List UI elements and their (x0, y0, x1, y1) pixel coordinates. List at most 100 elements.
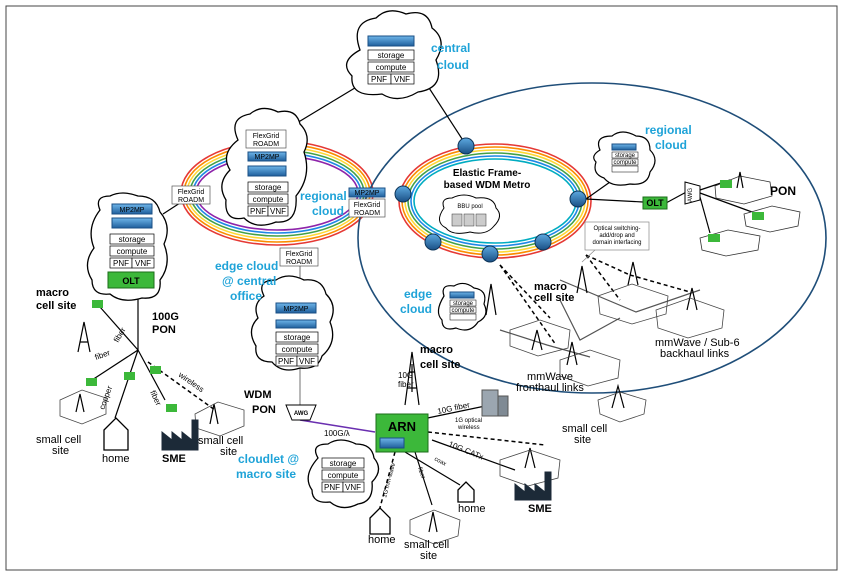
cloudlet-label: cloudlet @macro site (236, 452, 299, 481)
home-bottom-label: home (368, 534, 396, 546)
ring-nodes (394, 137, 587, 263)
coax-label: coax (433, 456, 447, 467)
bbu-pool-label: BBU pool (457, 204, 482, 210)
metro-title: Elastic Frame-based WDM Metro (444, 168, 531, 191)
edge-cloud-central-office: MP2MP storage compute PNF VNF (250, 275, 334, 371)
compute-label: compute (117, 247, 148, 256)
wdm-pon-link (299, 419, 376, 433)
router-icon (534, 233, 552, 251)
svg-text:OLT: OLT (646, 198, 664, 208)
rate-100g-lambda-label: 100G/λ (324, 429, 350, 438)
mp2mp-label: MP2MP (284, 306, 309, 313)
vnf-label: VNF (394, 75, 410, 84)
pnf-label: PNF (278, 357, 294, 366)
wireless-links (147, 254, 691, 516)
olt-label: OLT (122, 276, 140, 286)
wireless-cell-links (499, 279, 701, 358)
olt-right (642, 196, 668, 210)
router-icon (481, 245, 499, 263)
home-right-label: home (458, 503, 486, 515)
compute-label: compute (376, 63, 407, 72)
sme-icons (161, 419, 552, 501)
svg-text:MP2MP: MP2MP (355, 190, 380, 197)
pnf-label: PNF (250, 207, 266, 216)
storage-label: storage (330, 459, 357, 468)
onu-boxes-left (86, 300, 177, 412)
regional-cloud-right: storage compute (593, 131, 656, 186)
cell-towers (75, 171, 744, 533)
storage-label: storage (453, 301, 474, 307)
arn-node: ARN (375, 413, 429, 453)
storage-label: storage (255, 183, 282, 192)
storage-label: storage (378, 51, 405, 60)
storage-label: storage (615, 153, 636, 159)
mp2mp-label: MP2MP (255, 154, 280, 161)
pon-right-label: PON (770, 184, 796, 198)
awg-wdm-pon: AWG (285, 404, 317, 421)
storage-label: storage (119, 235, 146, 244)
building-icon (481, 389, 509, 417)
vnf-label: VNF (135, 259, 151, 268)
bbu-pool: BBU pool (439, 194, 500, 234)
compute-label: compute (328, 471, 359, 480)
svg-text:ARN: ARN (388, 419, 416, 434)
awg-right (684, 181, 701, 205)
metro-domain-boundary (357, 82, 827, 394)
onu-boxes-right (708, 180, 764, 242)
vnf-label: VNF (299, 357, 315, 366)
edge-cloud-left: MP2MP storage compute PNF VNF OLT (86, 192, 168, 301)
compute-label: compute (451, 308, 475, 314)
router-icon (424, 233, 442, 251)
router-icon (394, 185, 412, 203)
pnf-label: PNF (324, 483, 340, 492)
compute-label: compute (282, 345, 313, 354)
svg-text:AWG: AWG (294, 411, 309, 417)
storage-label: storage (284, 333, 311, 342)
router-icon (569, 190, 587, 208)
central-cloud: storage compute PNF VNF (345, 10, 442, 100)
home-icons (103, 417, 475, 535)
sme-right-label: SME (528, 503, 552, 515)
cloudlet-macro-site: storage compute PNF VNF (307, 439, 380, 509)
pnf-label: PNF (113, 259, 129, 268)
sme-left-label: SME (162, 453, 186, 465)
edge-cloud-right: storage compute (437, 282, 487, 331)
vnf-label: VNF (270, 207, 286, 216)
compute-label: compute (253, 195, 284, 204)
svg-text:AWG: AWG (688, 188, 694, 202)
mp2mp-label: MP2MP (120, 207, 145, 214)
pnf-label: PNF (371, 75, 387, 84)
router-icon (457, 137, 475, 155)
fiber-label: fiber (416, 467, 426, 480)
compute-label: compute (613, 160, 637, 166)
vnf-label: VNF (345, 483, 361, 492)
